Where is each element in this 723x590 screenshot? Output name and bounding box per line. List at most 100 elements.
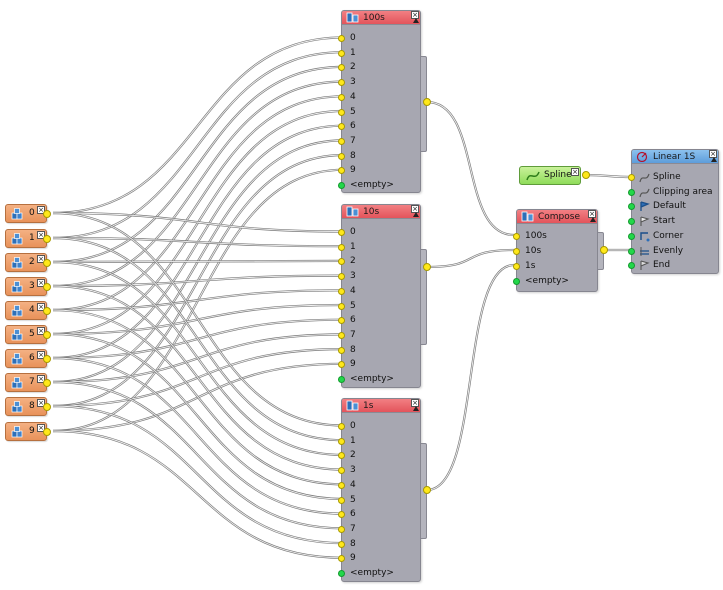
output-port-1s[interactable]	[423, 486, 431, 494]
port-dot[interactable]	[628, 218, 635, 226]
port-dot[interactable]	[338, 182, 345, 189]
port-dot[interactable]	[338, 437, 345, 445]
port-dot[interactable]	[338, 35, 345, 42]
input-port-7[interactable]: 7	[338, 329, 418, 341]
port-dot[interactable]	[338, 287, 345, 295]
port-dot[interactable]	[338, 302, 345, 310]
port-dot[interactable]	[338, 511, 345, 519]
source-node-5[interactable]: 5×	[5, 325, 51, 344]
input-port-2[interactable]: 2	[338, 449, 418, 461]
input-port-5[interactable]: 5	[338, 300, 418, 312]
input-port-9[interactable]: 9	[338, 552, 418, 564]
port-dot[interactable]	[628, 174, 635, 181]
port-dot[interactable]	[338, 258, 345, 266]
input-port-1[interactable]: 1	[338, 435, 418, 447]
compose-input-100s[interactable]: 100s	[513, 230, 593, 242]
input-port-3[interactable]: 3	[338, 270, 418, 282]
output-port[interactable]	[43, 355, 51, 363]
output-port[interactable]	[43, 331, 51, 339]
output-port-100s[interactable]	[423, 98, 431, 106]
compose-input-10s[interactable]: 10s	[513, 245, 593, 257]
input-port-7[interactable]: 7	[338, 523, 418, 535]
source-node-2[interactable]: 2×	[5, 253, 51, 272]
port-dot[interactable]	[338, 570, 345, 577]
port-dot[interactable]	[338, 152, 345, 160]
port-dot[interactable]	[338, 79, 345, 87]
input-port-3[interactable]: 3	[338, 464, 418, 476]
source-node-4[interactable]: 4×	[5, 301, 51, 320]
linear-input-default[interactable]: Default	[628, 200, 720, 212]
port-dot[interactable]	[338, 167, 345, 175]
input-port-6[interactable]: 6	[338, 314, 418, 326]
compose-input-empty[interactable]: <empty>	[513, 275, 593, 287]
node-spline[interactable]: Spline ×	[519, 166, 581, 185]
port-dot[interactable]	[513, 278, 520, 285]
input-port-9[interactable]: 9	[338, 164, 418, 176]
input-port-8[interactable]: 8	[338, 538, 418, 550]
input-port-0[interactable]: 0	[338, 420, 418, 432]
output-port[interactable]	[43, 283, 51, 291]
port-dot[interactable]	[338, 93, 345, 101]
port-dot[interactable]	[338, 229, 345, 236]
input-port-empty[interactable]: <empty>	[338, 373, 418, 385]
source-node-1[interactable]: 1×	[5, 229, 51, 248]
port-dot[interactable]	[338, 481, 345, 489]
input-port-6[interactable]: 6	[338, 120, 418, 132]
compose-input-1s[interactable]: 1s	[513, 260, 593, 272]
input-port-5[interactable]: 5	[338, 106, 418, 118]
output-port-spline[interactable]	[582, 171, 590, 179]
output-port[interactable]	[43, 259, 51, 267]
input-port-1[interactable]: 1	[338, 241, 418, 253]
port-dot[interactable]	[338, 108, 345, 116]
source-node-0[interactable]: 0×	[5, 204, 51, 223]
collapse-arrow-icon[interactable]	[711, 157, 717, 162]
output-port[interactable]	[43, 379, 51, 387]
input-port-7[interactable]: 7	[338, 135, 418, 147]
port-dot[interactable]	[338, 423, 345, 430]
collapse-arrow-icon[interactable]	[413, 18, 419, 23]
linear-input-start[interactable]: Start	[628, 215, 720, 227]
input-port-empty[interactable]: <empty>	[338, 179, 418, 191]
port-dot[interactable]	[338, 273, 345, 281]
input-port-8[interactable]: 8	[338, 344, 418, 356]
port-dot[interactable]	[338, 496, 345, 504]
port-dot[interactable]	[338, 49, 345, 57]
input-port-0[interactable]: 0	[338, 226, 418, 238]
source-node-9[interactable]: 9×	[5, 422, 51, 441]
output-port[interactable]	[43, 210, 51, 218]
linear-input-corner[interactable]: Corner	[628, 230, 720, 242]
source-node-7[interactable]: 7×	[5, 373, 51, 392]
node-header[interactable]: 100s ×	[342, 11, 420, 25]
output-port-compose[interactable]	[600, 246, 608, 254]
source-node-8[interactable]: 8×	[5, 397, 51, 416]
node-header[interactable]: 1s ×	[342, 399, 420, 413]
node-header[interactable]: 10s ×	[342, 205, 420, 219]
port-dot[interactable]	[338, 331, 345, 339]
collapse-arrow-icon[interactable]	[413, 212, 419, 217]
port-dot[interactable]	[628, 262, 635, 270]
input-port-4[interactable]: 4	[338, 479, 418, 491]
port-dot[interactable]	[338, 540, 345, 548]
output-port-10s[interactable]	[423, 263, 431, 271]
port-dot[interactable]	[338, 467, 345, 475]
port-dot[interactable]	[513, 248, 520, 255]
port-dot[interactable]	[628, 232, 635, 240]
input-port-5[interactable]: 5	[338, 494, 418, 506]
port-dot[interactable]	[338, 243, 345, 251]
node-header[interactable]: Linear 1S ×	[632, 150, 718, 164]
input-port-empty[interactable]: <empty>	[338, 567, 418, 579]
node-header[interactable]: Compose ×	[517, 210, 597, 224]
port-dot[interactable]	[338, 346, 345, 354]
port-dot[interactable]	[338, 123, 345, 131]
port-dot[interactable]	[338, 361, 345, 369]
input-port-2[interactable]: 2	[338, 255, 418, 267]
port-dot[interactable]	[338, 555, 345, 563]
output-port[interactable]	[43, 403, 51, 411]
output-port[interactable]	[43, 235, 51, 243]
input-port-6[interactable]: 6	[338, 508, 418, 520]
port-dot[interactable]	[628, 203, 635, 211]
output-port[interactable]	[43, 307, 51, 315]
port-dot[interactable]	[513, 263, 520, 270]
